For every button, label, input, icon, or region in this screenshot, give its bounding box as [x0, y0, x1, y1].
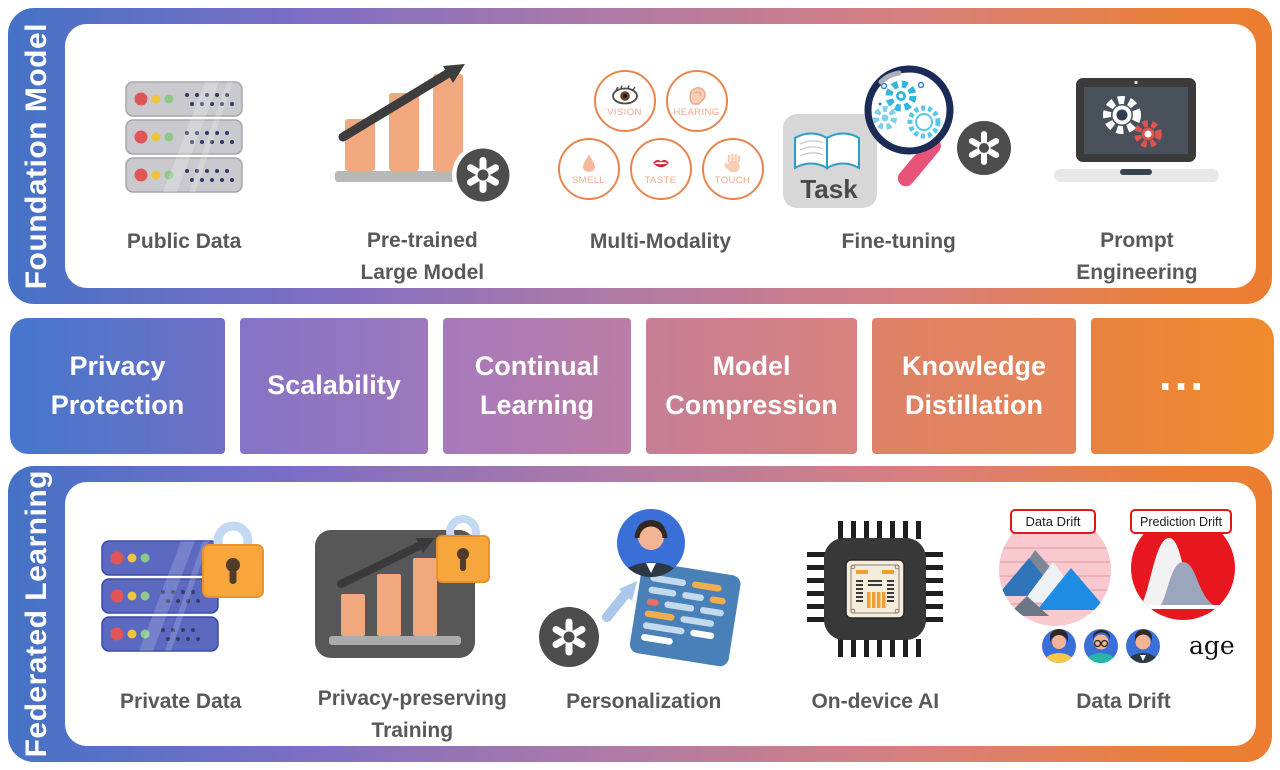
item-label: Private Data [120, 690, 242, 713]
item-label: Public Data [126, 230, 242, 253]
chip-icon [807, 521, 944, 657]
nose-icon [582, 154, 595, 172]
drift-charts-icon: Data Drift Prediction Drift [999, 509, 1235, 663]
vision-badge: VISION [593, 70, 656, 132]
item-label: On-device AI [811, 690, 940, 713]
federated-item-personalization: Personalization [528, 482, 760, 746]
challenge-continual-learning: Continual Learning [443, 318, 631, 454]
foundation-item-multi-modality: VISION HEARING [541, 24, 779, 288]
padlock-icon [436, 514, 491, 583]
profile-card [630, 562, 741, 667]
item-label: Personalization [566, 690, 722, 713]
foundation-model-band: Foundation Model [8, 8, 1272, 304]
hearing-badge: HEARING [665, 70, 728, 132]
foundation-item-fine-tuning: Task [780, 24, 1018, 288]
federated-learning-band: Federated Learning [8, 466, 1272, 762]
challenge-privacy-protection: Privacy Protection [10, 318, 225, 454]
item-label: Multi-Modality [589, 230, 732, 253]
foundation-item-public-data: Public Data [65, 24, 303, 288]
growth-chart-openai-icon [334, 64, 514, 206]
locked-training-chart-icon [315, 514, 491, 658]
challenges-row: Privacy Protection Scalability Continual… [10, 318, 1274, 454]
openai-logo-icon [539, 607, 600, 667]
database-stack-icon [125, 81, 243, 193]
age-label: age [1189, 631, 1235, 660]
item-label: Pre-trained Large Model [360, 229, 485, 284]
foundation-band-title: Foundation Model [20, 22, 53, 290]
item-label: Privacy-preserving Training [317, 687, 507, 742]
senses-icon: VISION HEARING [557, 70, 764, 200]
lips-icon [652, 159, 669, 168]
hand-icon [723, 153, 740, 172]
federated-item-privacy-training: Privacy-preserving Training [297, 482, 529, 746]
ear-icon [688, 87, 706, 105]
openai-logo-icon [451, 144, 514, 206]
federated-band-label-strip: Federated Learning [8, 466, 66, 762]
touch-badge: TOUCH [701, 138, 764, 200]
federated-item-data-drift: Data Drift Prediction Drift [991, 482, 1256, 746]
openai-profile-card-icon [539, 509, 741, 667]
foundation-band-label-strip: Foundation Model [8, 8, 66, 304]
federated-panel: Private Data [65, 482, 1256, 746]
eye-icon [611, 85, 638, 105]
federated-item-on-device-ai: On-device AI [760, 482, 992, 746]
item-label: Prompt Engineering [1076, 229, 1198, 284]
user-avatars [1042, 629, 1160, 663]
federated-item-private-data: Private Data [65, 482, 297, 746]
foundation-item-prompt-engineering: Prompt Engineering [1018, 24, 1256, 288]
challenge-scalability: Scalability [240, 318, 428, 454]
white-gear-icon [1103, 96, 1142, 134]
item-label: Fine-tuning [841, 230, 956, 253]
item-label: Data Drift [1076, 690, 1171, 713]
prediction-drift-chip-label: Prediction Drift [1140, 515, 1222, 529]
openai-logo-icon [957, 121, 1012, 175]
foundation-panel: Public Data [65, 24, 1256, 288]
task-label: Task [801, 174, 859, 204]
smell-badge: SMELL [557, 138, 620, 200]
challenge-knowledge-distillation: Knowledge Distillation [872, 318, 1076, 454]
red-gear-icon [1134, 120, 1163, 148]
challenge-ellipsis: ... [1091, 318, 1274, 454]
data-drift-chip-label: Data Drift [1026, 514, 1081, 529]
challenge-model-compression: Model Compression [646, 318, 857, 454]
federated-band-title: Federated Learning [20, 470, 53, 758]
laptop-gears-icon [1054, 78, 1220, 182]
foundation-item-pretrained-model: Pre-trained Large Model [303, 24, 541, 288]
locked-database-icon [101, 521, 264, 652]
padlock-icon [201, 521, 264, 598]
taste-badge: TASTE [629, 138, 692, 200]
task-magnifier-openai-icon: Task [783, 65, 1012, 208]
